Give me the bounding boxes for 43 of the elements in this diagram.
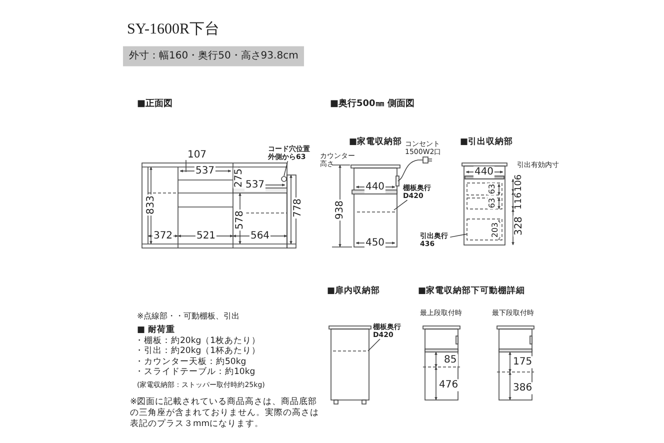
load-item: ・カウンター天板：約50kg xyxy=(135,358,246,368)
dimension-label: 107 xyxy=(186,149,208,161)
section-heading: ■奥行500㎜ 側面図 xyxy=(330,98,414,110)
load-item: ・引出：約20kg（1杯あたり） xyxy=(135,347,261,357)
dimension-label: 440 xyxy=(473,166,495,178)
leader-line xyxy=(394,200,408,210)
section-heading: ■ 耐荷重 xyxy=(137,326,175,336)
dimension-label: 537 xyxy=(244,179,266,191)
dimension-label: 372 xyxy=(152,230,174,242)
dimension-label: 476 xyxy=(438,379,460,391)
section-heading: ■引出収納部 xyxy=(460,138,514,148)
dimension-label: 175 xyxy=(512,356,534,368)
dimension-label: 106 xyxy=(514,173,524,193)
dimension-label: 450 xyxy=(364,237,386,249)
dimension-label: 386 xyxy=(512,382,534,394)
note-text: ※点線部・・可動棚板、引出 xyxy=(137,311,240,321)
leader-line xyxy=(450,234,468,238)
dimension-label: 537 xyxy=(194,165,216,177)
section-heading: ■家電収納部 xyxy=(349,138,402,148)
leader-line xyxy=(284,160,288,176)
dimension-label: 938 xyxy=(334,199,346,221)
section-heading: ■扉内収納部 xyxy=(327,287,380,297)
dimension-label: 203 xyxy=(490,221,500,239)
dimension-label: 328 xyxy=(513,215,525,237)
dimension-summary: 外寸：幅160・奥行50・高さ93.8cm xyxy=(123,46,304,66)
dimension-label: 833 xyxy=(145,194,157,216)
dimension-label: 63 xyxy=(487,196,497,210)
dimension-label: 564 xyxy=(249,230,271,242)
dimension-label: 63 xyxy=(487,182,497,196)
load-item: ・棚板：約20kg（1枚あたり） xyxy=(135,337,261,346)
section-heading: ■正面図 xyxy=(137,98,173,110)
dimension-label: 778 xyxy=(292,197,304,219)
dimension-label: 440 xyxy=(364,181,386,193)
dimension-label: 275 xyxy=(233,167,245,189)
leader-line xyxy=(368,338,380,352)
note-paragraph: ※図面に記載されている商品高さは、商品底部の三角座が含まれておりません。実際の高さは表記のプラス３mmになります。 xyxy=(130,397,320,430)
dimension-label: 85 xyxy=(443,354,458,366)
dimension-label: 578 xyxy=(234,209,246,231)
title: SY-1600R下台 xyxy=(127,21,220,39)
load-item: ・スライドテーブル：約10kg xyxy=(135,368,256,378)
dimension-label: 521 xyxy=(195,230,217,242)
section-heading: ■家電収納部下可動棚詳細 xyxy=(418,287,526,297)
dimension-label: 116 xyxy=(514,191,524,211)
